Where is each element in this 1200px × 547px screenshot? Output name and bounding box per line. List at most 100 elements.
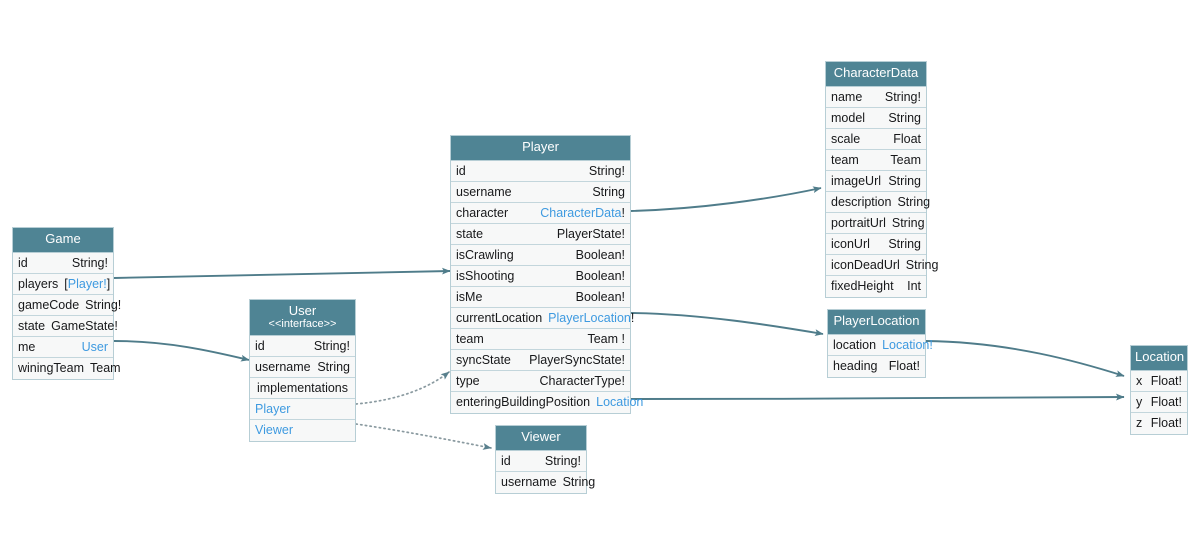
field-type: Float xyxy=(893,131,921,146)
table-row[interactable]: model String xyxy=(826,107,926,129)
table-row[interactable]: location Location! xyxy=(828,334,933,356)
table-row[interactable]: name String! xyxy=(826,86,926,108)
table-row[interactable]: team Team ! xyxy=(451,328,630,350)
table-row[interactable]: heading Float! xyxy=(828,355,925,377)
implementation-item-player[interactable]: Player xyxy=(250,398,355,420)
table-row[interactable]: portraitUrl String xyxy=(826,212,926,234)
field-name: winingTeam xyxy=(18,361,85,376)
field-name: state xyxy=(18,318,46,333)
field-type-link[interactable]: User xyxy=(81,339,108,354)
entity-playerlocation[interactable]: PlayerLocation location Location! headin… xyxy=(827,309,933,378)
field-name: username xyxy=(456,184,512,199)
entity-user-name: User xyxy=(288,303,317,318)
field-type: CharacterData! xyxy=(540,206,625,220)
table-row[interactable]: state GameState! xyxy=(13,315,118,337)
field-name: username xyxy=(255,359,311,374)
entity-location-title: Location xyxy=(1131,346,1187,371)
field-type: String xyxy=(905,257,939,272)
field-type: Int xyxy=(907,279,921,294)
table-row[interactable]: description String xyxy=(826,191,930,213)
field-type: String! xyxy=(313,338,350,353)
table-row[interactable]: id String! xyxy=(451,160,630,182)
table-row[interactable]: username String xyxy=(496,471,595,493)
field-type: CharacterType! xyxy=(539,373,625,388)
edge-player-character-to-characterdata xyxy=(630,186,822,212)
table-row[interactable]: currentLocation PlayerLocation! xyxy=(451,307,634,329)
table-row[interactable]: character CharacterData! xyxy=(451,202,630,224)
table-row[interactable]: team Team xyxy=(826,149,926,171)
field-type-link[interactable]: Location xyxy=(596,395,644,410)
field-type: String! xyxy=(85,297,122,312)
entity-characterdata-title: CharacterData xyxy=(826,62,926,87)
entity-game[interactable]: Game id String! players [Player!] gameCo… xyxy=(12,227,121,380)
table-row[interactable]: state PlayerState! xyxy=(451,223,630,245)
table-row[interactable]: syncState PlayerSyncState! xyxy=(451,349,630,371)
edge-player-currentlocation-to-playerlocation xyxy=(630,312,824,337)
field-type: PlayerLocation! xyxy=(548,311,634,325)
entity-user-stereotype: <<interface>> xyxy=(268,317,337,330)
field-type: String xyxy=(891,215,925,230)
field-type: Team xyxy=(90,361,121,376)
table-row[interactable]: id String! xyxy=(13,252,113,274)
entity-characterdata[interactable]: CharacterData name String! model String … xyxy=(825,61,938,298)
table-row[interactable]: z Float! xyxy=(1131,412,1187,434)
entity-player-title: Player xyxy=(451,136,630,161)
table-row[interactable]: gameCode String! xyxy=(13,294,121,316)
table-row[interactable]: isCrawling Boolean! xyxy=(451,244,630,266)
field-type-link[interactable]: PlayerLocation xyxy=(548,310,631,325)
table-row[interactable]: username String xyxy=(250,356,355,378)
field-type: String xyxy=(888,173,921,188)
table-row[interactable]: username String xyxy=(451,181,630,203)
field-name: id xyxy=(18,255,28,270)
table-row[interactable]: type CharacterType! xyxy=(451,370,630,392)
table-row[interactable]: scale Float xyxy=(826,128,926,150)
table-row[interactable]: imageUrl String xyxy=(826,170,926,192)
table-row[interactable]: iconUrl String xyxy=(826,233,926,255)
entity-user[interactable]: User <<interface>> id String! username S… xyxy=(249,299,356,442)
field-name: y xyxy=(1136,394,1143,409)
implementation-item-viewer[interactable]: Viewer xyxy=(250,419,355,441)
field-type: String! xyxy=(588,163,625,178)
table-row[interactable]: isMe Boolean! xyxy=(451,286,630,308)
table-row[interactable]: enteringBuildingPosition Location xyxy=(451,391,643,413)
edge-game-players-to-player xyxy=(113,267,451,279)
field-name: type xyxy=(456,373,480,388)
table-row[interactable]: id String! xyxy=(496,450,586,472)
field-name: iconUrl xyxy=(831,236,870,251)
edge-user-implements-viewer xyxy=(355,423,492,450)
field-name: id xyxy=(255,338,265,353)
implementations-label: implementations xyxy=(256,380,348,395)
field-name: scale xyxy=(831,131,861,146)
field-name: username xyxy=(501,475,557,490)
field-type: Team xyxy=(890,152,921,167)
entity-viewer[interactable]: Viewer id String! username String xyxy=(495,425,595,494)
field-type: String xyxy=(888,110,921,125)
table-row[interactable]: fixedHeight Int xyxy=(826,275,926,297)
table-row[interactable]: players [Player!] xyxy=(13,273,113,295)
table-row[interactable]: y Float! xyxy=(1131,391,1187,413)
non-null-marker: ! xyxy=(621,205,625,220)
table-row[interactable]: iconDeadUrl String xyxy=(826,254,938,276)
entity-location[interactable]: Location x Float! y Float! z Float! xyxy=(1130,345,1188,435)
table-row[interactable]: winingTeam Team xyxy=(13,357,121,379)
non-null-marker: ! xyxy=(630,310,635,325)
table-row[interactable]: x Float! xyxy=(1131,370,1187,392)
table-row[interactable]: id String! xyxy=(250,335,355,357)
field-name: iconDeadUrl xyxy=(831,257,900,272)
field-type-link[interactable]: Location! xyxy=(882,337,933,352)
field-name: isMe xyxy=(456,289,483,304)
field-type: String! xyxy=(71,255,108,270)
table-row[interactable]: me User xyxy=(13,336,113,358)
entity-game-title: Game xyxy=(13,228,113,253)
table-row[interactable]: isShooting Boolean! xyxy=(451,265,630,287)
entity-player[interactable]: Player id String! username String charac… xyxy=(450,135,643,414)
field-name: state xyxy=(456,226,484,241)
field-type: Float! xyxy=(1150,394,1182,409)
field-name: description xyxy=(831,194,892,209)
field-name: players xyxy=(18,276,59,291)
field-type-link[interactable]: Player! xyxy=(67,276,107,291)
field-type-link[interactable]: CharacterData xyxy=(540,205,622,220)
implementations-header: implementations xyxy=(250,377,355,399)
field-name: isShooting xyxy=(456,268,515,283)
